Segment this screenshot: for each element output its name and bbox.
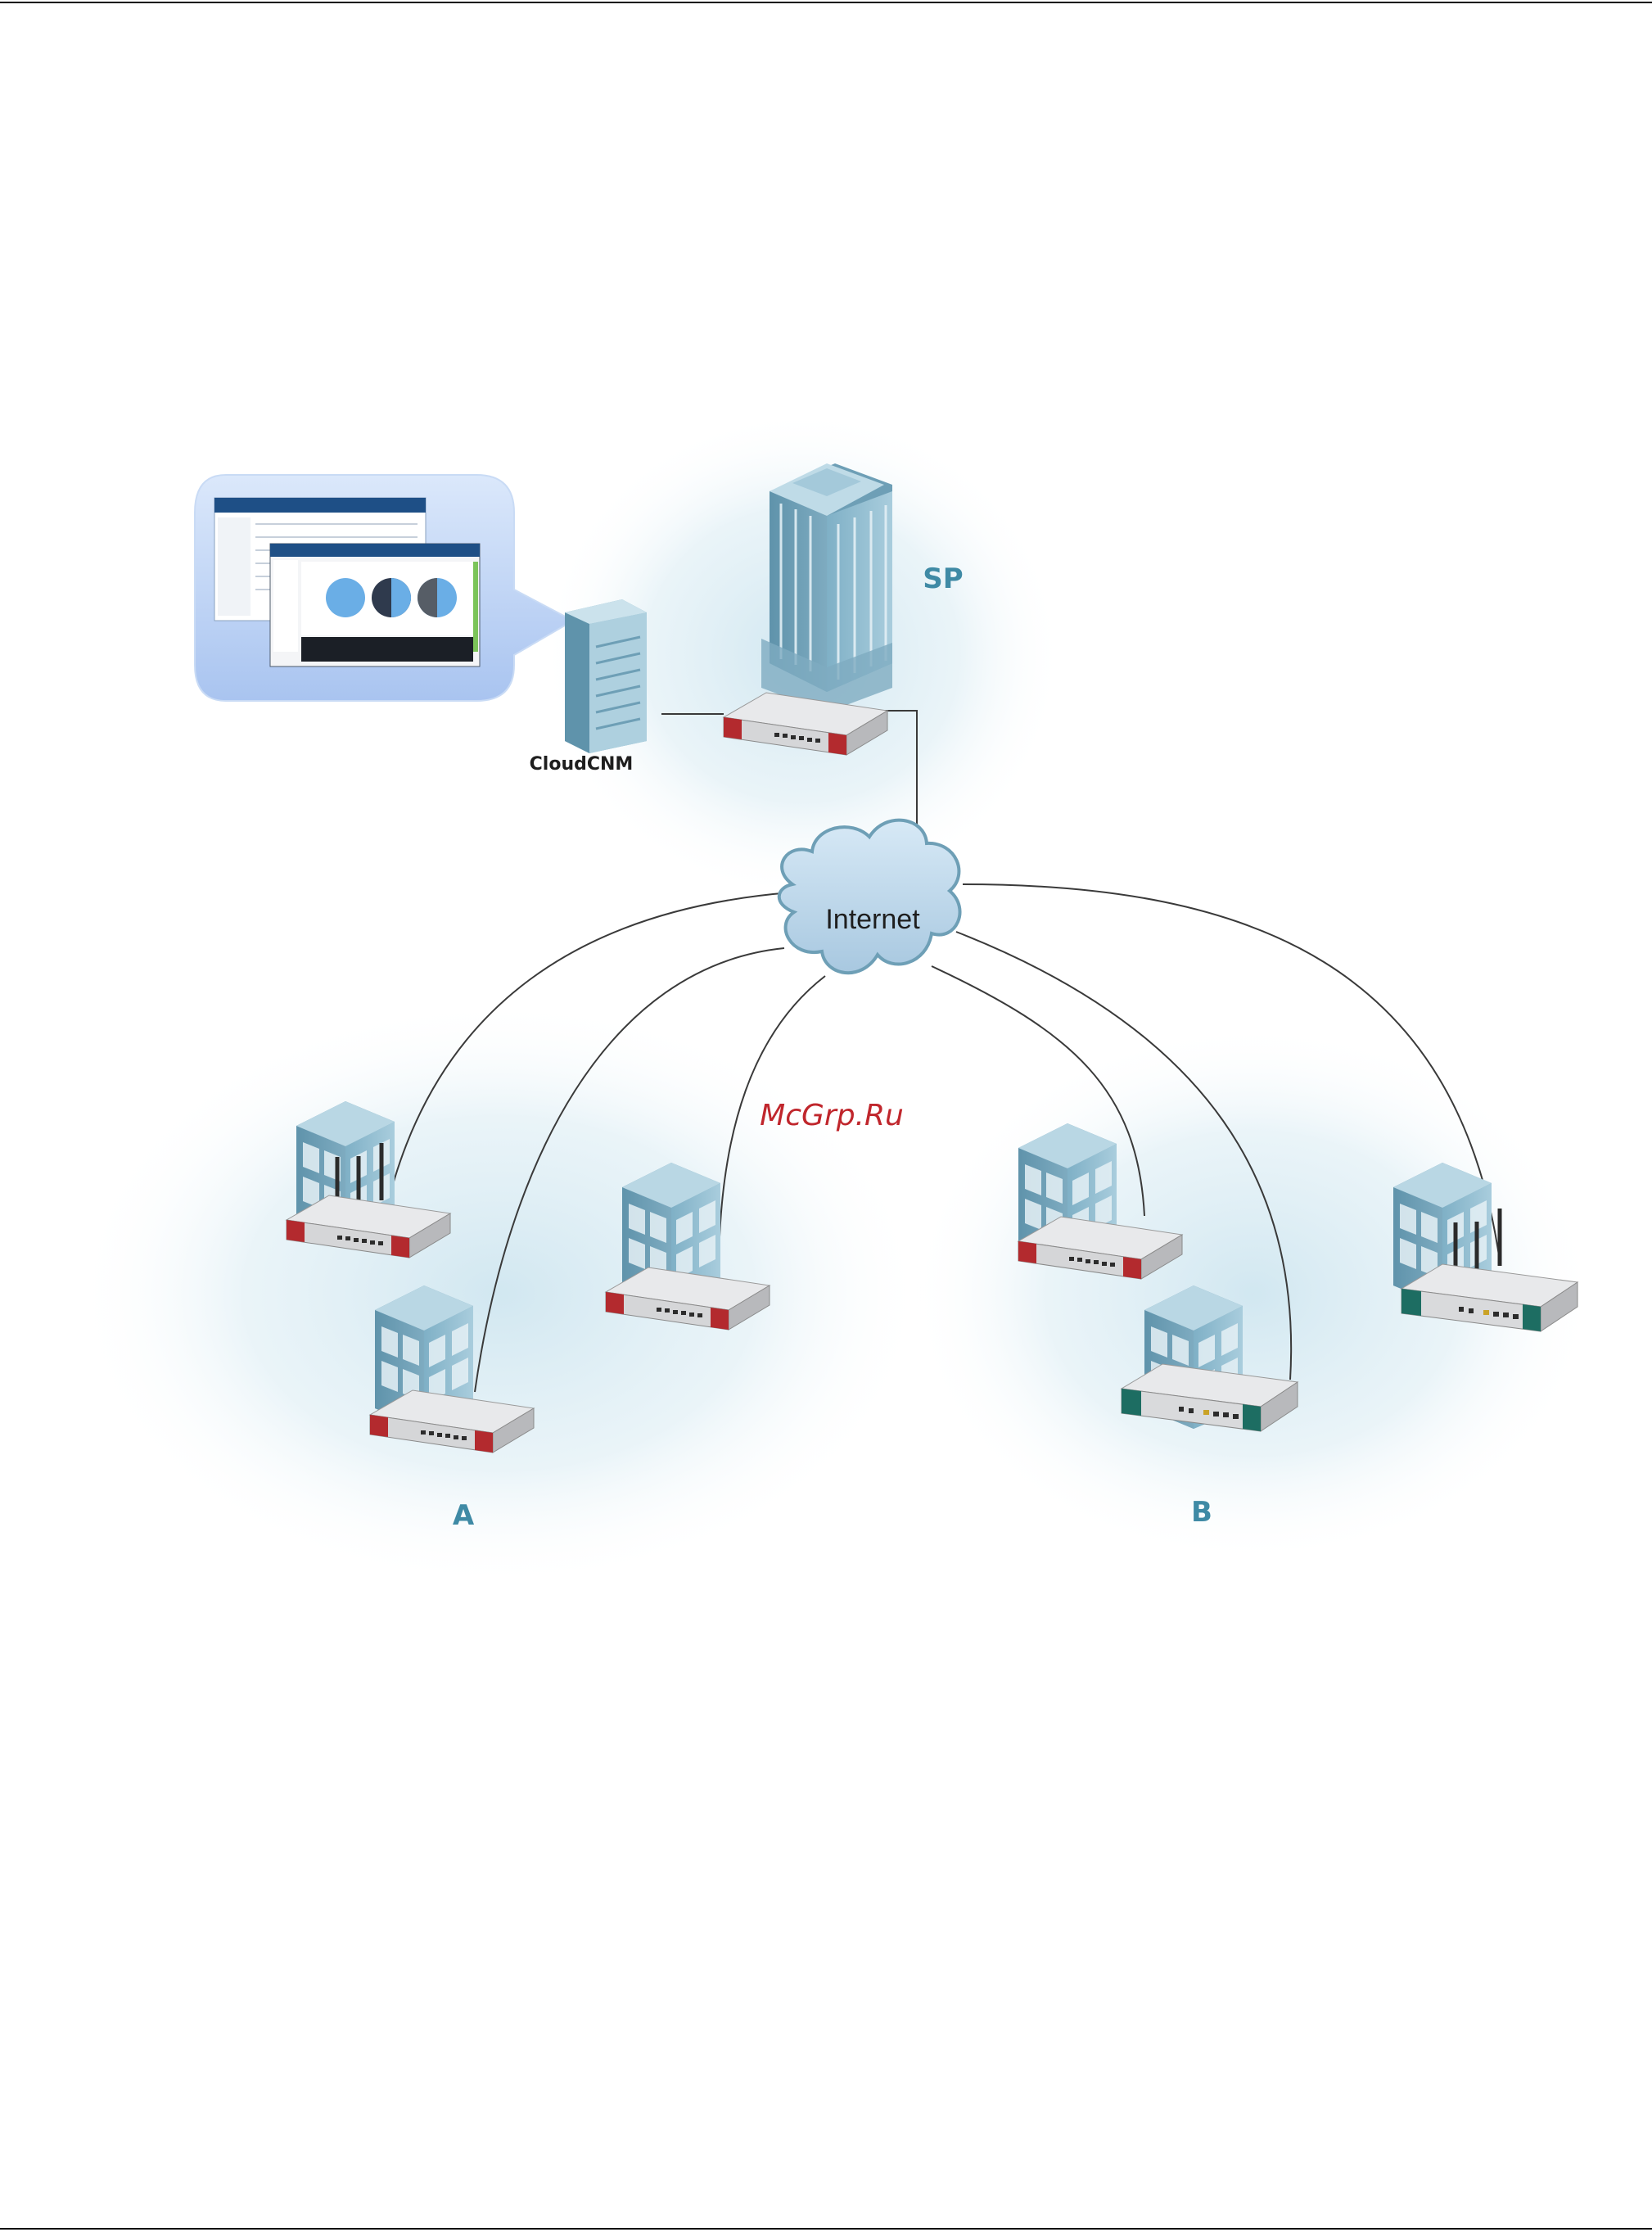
- region-b-label: B: [1191, 1496, 1212, 1529]
- tower-server-icon: [565, 599, 647, 753]
- sp-label: SP: [923, 563, 963, 595]
- internet-label: Internet: [825, 904, 920, 935]
- office-tower-icon: [761, 463, 892, 712]
- watermark: McGrp.Ru: [760, 1099, 904, 1132]
- region-a-label: A: [453, 1499, 475, 1532]
- cloudcnm-label: CloudCNM: [530, 754, 634, 775]
- dashboard-screenshot-front: [270, 544, 480, 666]
- pie-icon: [326, 578, 365, 617]
- glow-region-a: [74, 999, 925, 1588]
- dashboard-callout: [195, 475, 573, 701]
